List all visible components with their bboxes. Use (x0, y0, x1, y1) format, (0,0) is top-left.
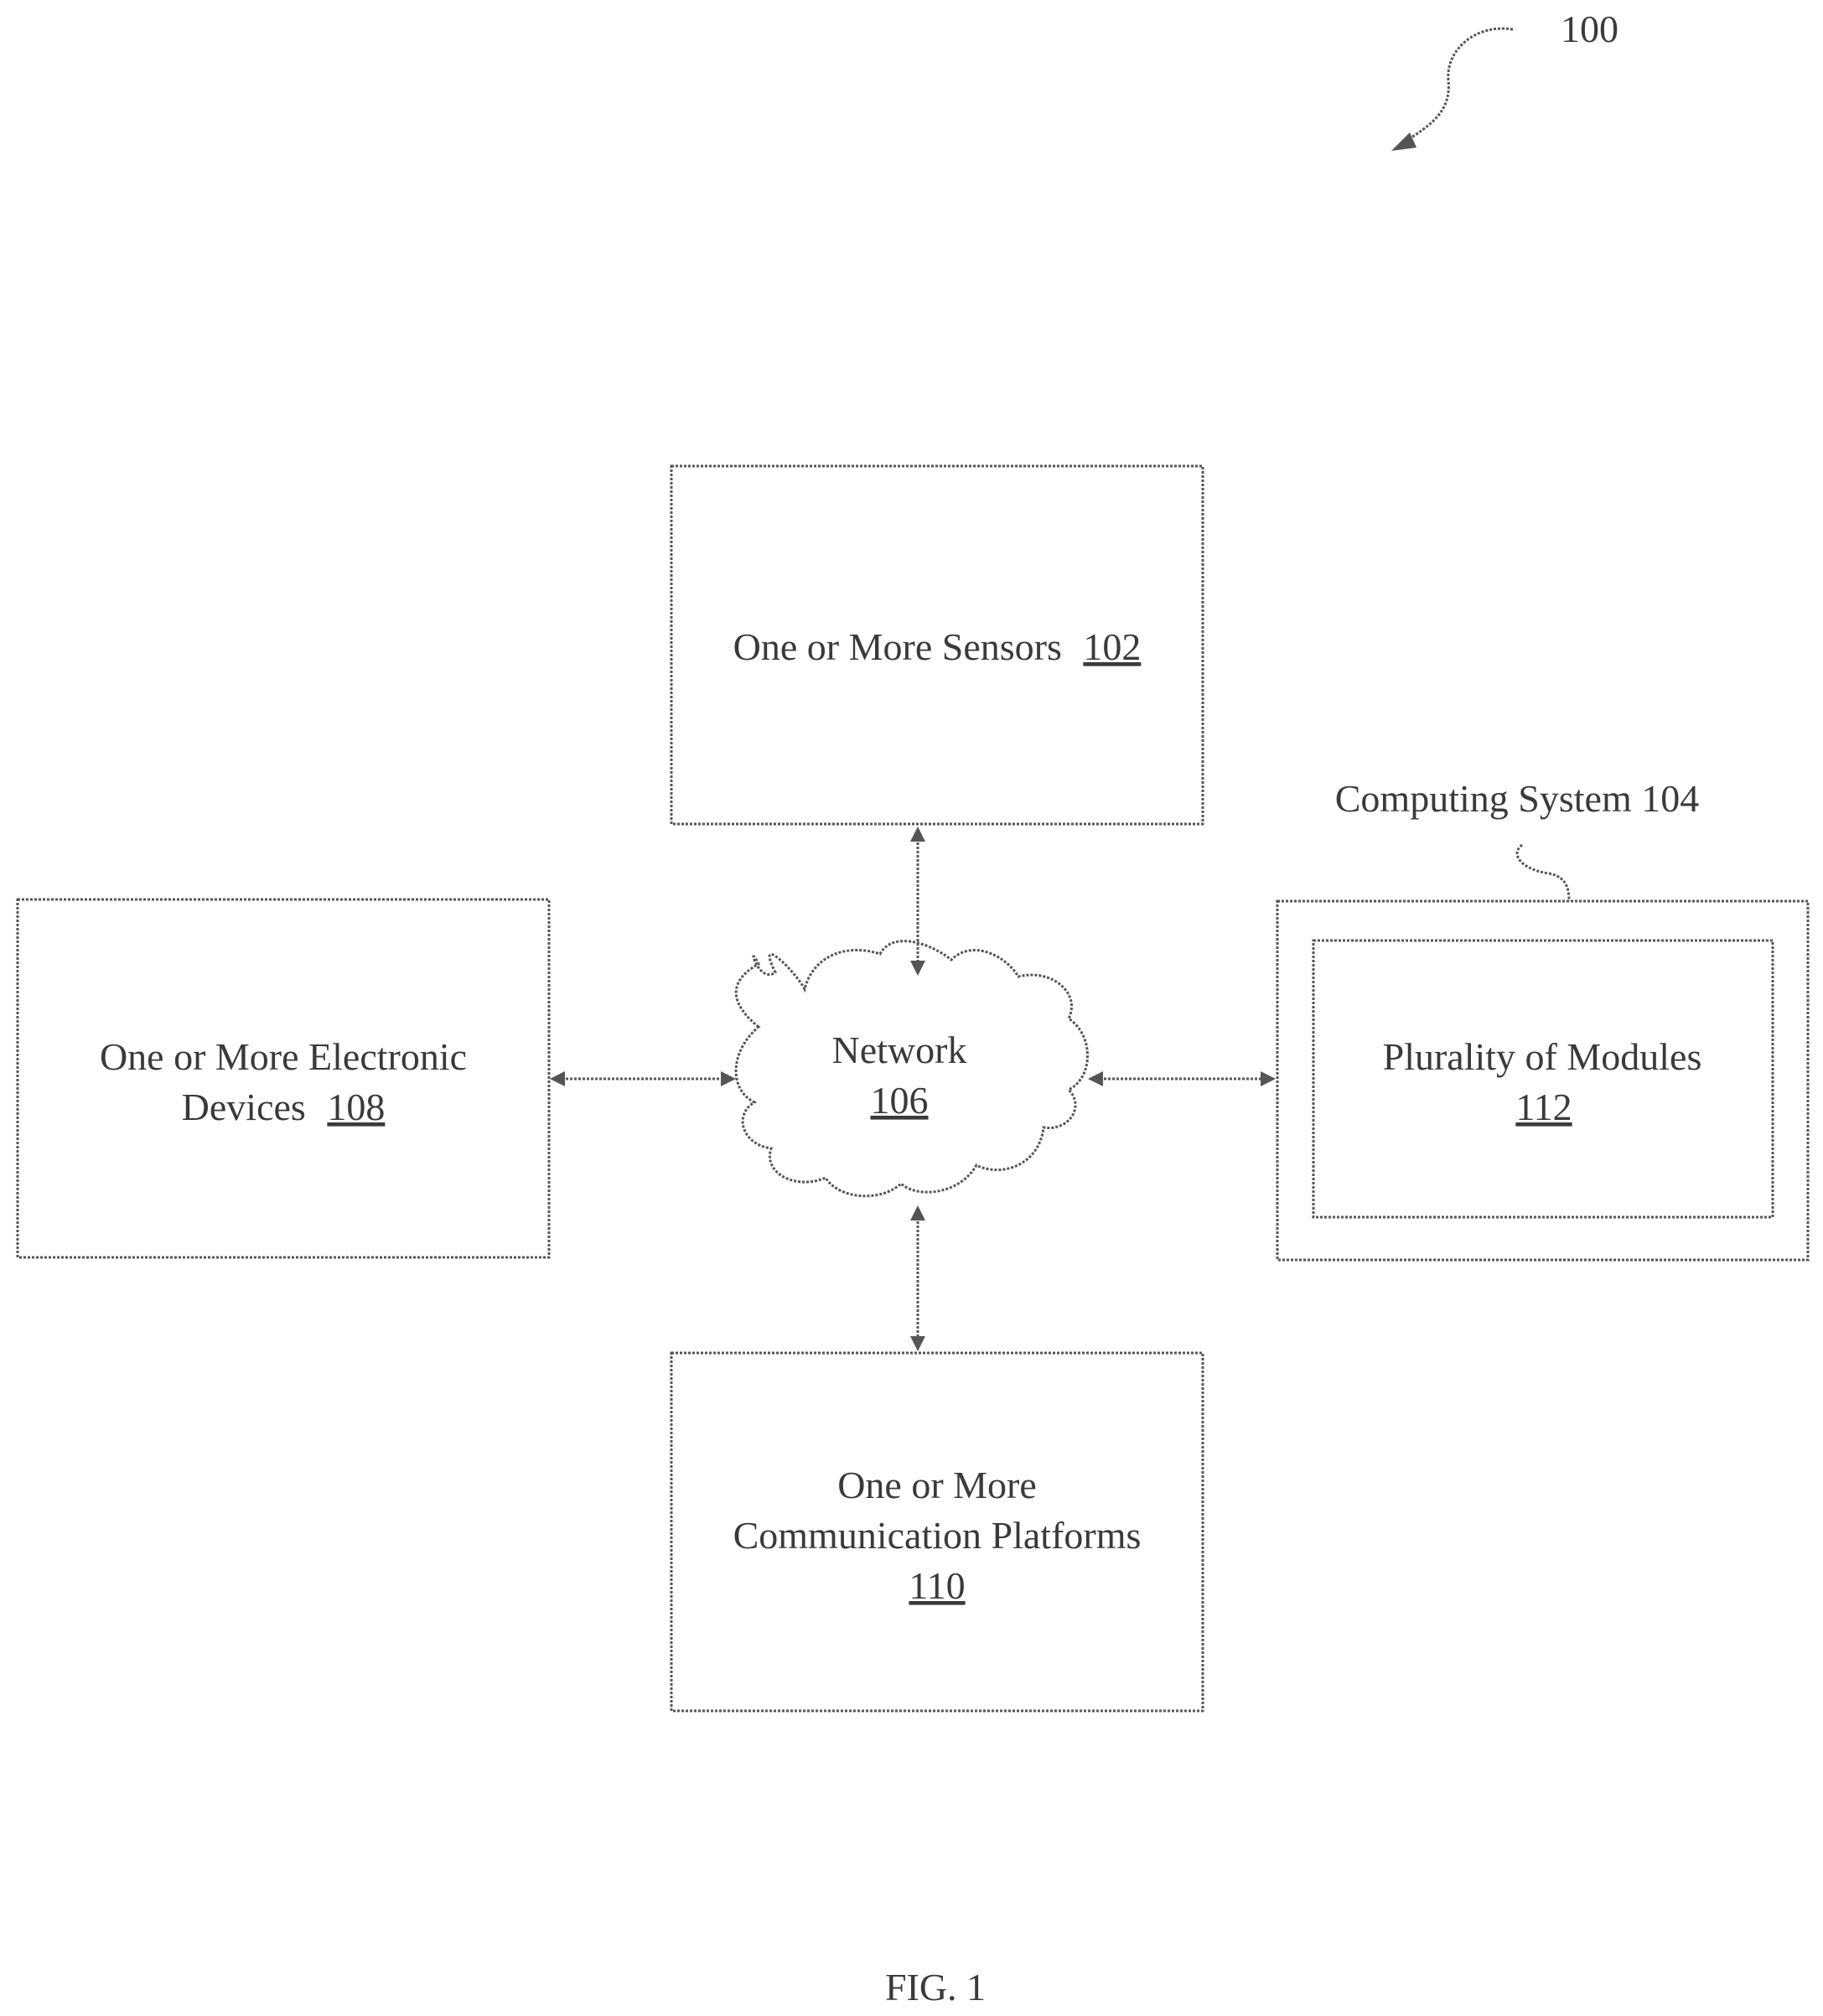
svg-text:Devices 108: Devices 108 (182, 1086, 386, 1128)
connector-network-platforms (910, 1205, 925, 1351)
sensors-block: One or More Sensors 102 (671, 466, 1203, 824)
communication-platforms-ref: 110 (909, 1564, 965, 1607)
electronic-devices-label-line2: Devices (182, 1086, 306, 1128)
modules-ref: 112 (1515, 1086, 1572, 1128)
connector-devices-network (550, 1071, 736, 1086)
figure-ref-leader (1401, 29, 1513, 144)
network-label: Network (832, 1029, 967, 1071)
computing-system-label: Computing System 104 (1335, 777, 1699, 820)
computing-system-block: Plurality of Modules 112 (1277, 901, 1808, 1260)
network-ref: 106 (871, 1079, 929, 1122)
communication-platforms-label-line1: One or More (837, 1464, 1037, 1506)
modules-block (1313, 941, 1773, 1217)
modules-label: Plurality of Modules (1383, 1035, 1702, 1078)
electronic-devices-ref: 108 (327, 1086, 385, 1128)
connector-network-computing (1088, 1071, 1276, 1086)
figure-caption: FIG. 1 (885, 1966, 986, 2008)
communication-platforms-label-line2: Communication Platforms (733, 1514, 1142, 1557)
electronic-devices-block: One or More Electronic Devices 108 (18, 899, 549, 1257)
sensors-ref: 102 (1083, 625, 1141, 668)
figure-ref-label: 100 (1561, 8, 1618, 50)
electronic-devices-label-line1: One or More Electronic (100, 1035, 467, 1078)
network-cloud: Network 106 (736, 941, 1087, 1196)
sensors-label: One or More Sensors (733, 625, 1062, 668)
computing-system-leader (1517, 845, 1569, 901)
communication-platforms-block: One or More Communication Platforms 110 (671, 1353, 1203, 1711)
